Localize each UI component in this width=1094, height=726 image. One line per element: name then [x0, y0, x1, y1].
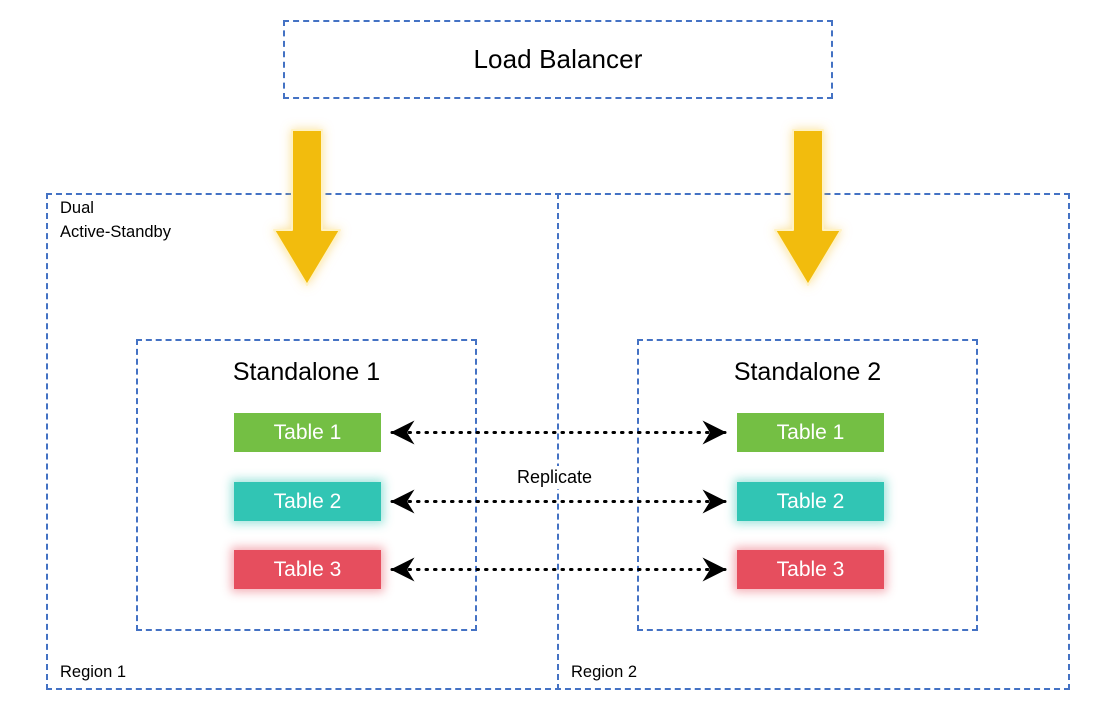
replicate-label: Replicate — [512, 466, 598, 489]
region-divider — [557, 193, 559, 690]
table-chip-label: Table 3 — [273, 558, 342, 581]
load-balancer-box[interactable]: Load Balancer — [283, 20, 833, 99]
table-chip-label: Table 1 — [776, 421, 845, 444]
standalone-2-box[interactable]: Standalone 2 — [637, 339, 978, 631]
standalone-1-table-2[interactable]: Table 2 — [234, 482, 381, 521]
table-chip-label: Table 2 — [273, 490, 342, 513]
standalone-1-title: Standalone 1 — [232, 358, 381, 386]
standalone-2-table-2[interactable]: Table 2 — [737, 482, 884, 521]
standalone-2-title: Standalone 2 — [733, 358, 882, 386]
standalone-2-table-3[interactable]: Table 3 — [737, 550, 884, 589]
table-chip-label: Table 1 — [273, 421, 342, 444]
traffic-arrow-down-icon-right — [773, 129, 843, 290]
standalone-1-table-1[interactable]: Table 1 — [234, 413, 381, 452]
table-chip-label: Table 2 — [776, 490, 845, 513]
standalone-1-table-3[interactable]: Table 3 — [234, 550, 381, 589]
dual-active-standby-label: Dual Active-Standby — [60, 199, 171, 241]
traffic-arrow-down-icon-left — [272, 129, 342, 290]
region-1-label: Region 1 — [60, 663, 127, 681]
load-balancer-label: Load Balancer — [473, 43, 643, 74]
region-2-label: Region 2 — [571, 663, 638, 681]
table-chip-label: Table 3 — [776, 558, 845, 581]
standalone-2-table-1[interactable]: Table 1 — [737, 413, 884, 452]
standalone-1-box[interactable]: Standalone 1 — [136, 339, 477, 631]
